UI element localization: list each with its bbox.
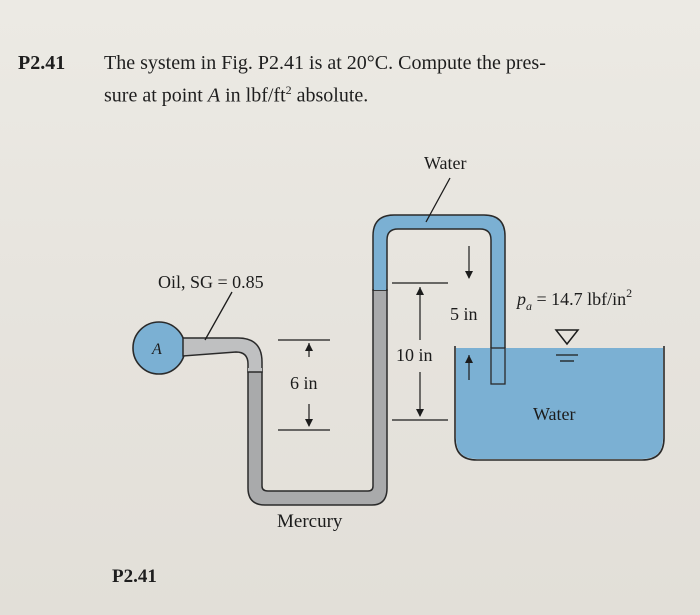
problem-number: P2.41	[18, 52, 66, 74]
pa-superscript: 2	[626, 286, 632, 300]
water-column-left	[374, 236, 386, 290]
problem-text-sup: 2	[285, 83, 292, 97]
label-water-tank: Water	[533, 404, 576, 424]
arrow-up-icon	[416, 287, 424, 295]
arrow-down-icon	[465, 271, 473, 279]
label-water-top: Water	[424, 153, 467, 173]
label-6in: 6 in	[290, 373, 318, 393]
pa-symbol: p	[515, 289, 526, 309]
mercury-u-tube	[247, 289, 388, 506]
problem-text-post: absolute.	[291, 84, 369, 107]
problem-text-pre: sure at point	[104, 84, 208, 107]
label-oil: Oil, SG = 0.85	[158, 272, 264, 292]
label-mercury: Mercury	[277, 511, 343, 532]
arrow-down-icon	[416, 409, 424, 417]
free-surface-icon	[554, 329, 580, 346]
oil-tube-horizontal	[182, 337, 263, 373]
problem-text-units: in lbf/ft	[220, 84, 286, 107]
tank-outline	[454, 346, 665, 461]
problem-text-line-2: sure at point A in lbf/ft2 absolute.	[104, 77, 368, 110]
label-pa: pa = 14.7 lbf/in2	[515, 286, 632, 313]
oil-leader	[204, 291, 233, 341]
pa-value: = 14.7 lbf/in	[532, 289, 626, 309]
water-leader	[425, 177, 451, 223]
problem-point-a: A	[207, 84, 221, 107]
problem-text-line-1: The system in Fig. P2.41 is at 20°C. Com…	[104, 52, 546, 74]
arrow-up-icon	[305, 343, 313, 351]
tank-inner-tube	[490, 347, 506, 385]
arrow-down-icon	[305, 419, 313, 427]
arrow-up-icon	[465, 355, 473, 363]
label-10in: 10 in	[396, 345, 433, 365]
pa-subscript: a	[526, 299, 532, 313]
label-point-a: A	[151, 341, 162, 358]
label-5in: 5 in	[450, 304, 478, 324]
tank-water	[456, 348, 663, 459]
figure-label: P2.41	[112, 566, 157, 587]
